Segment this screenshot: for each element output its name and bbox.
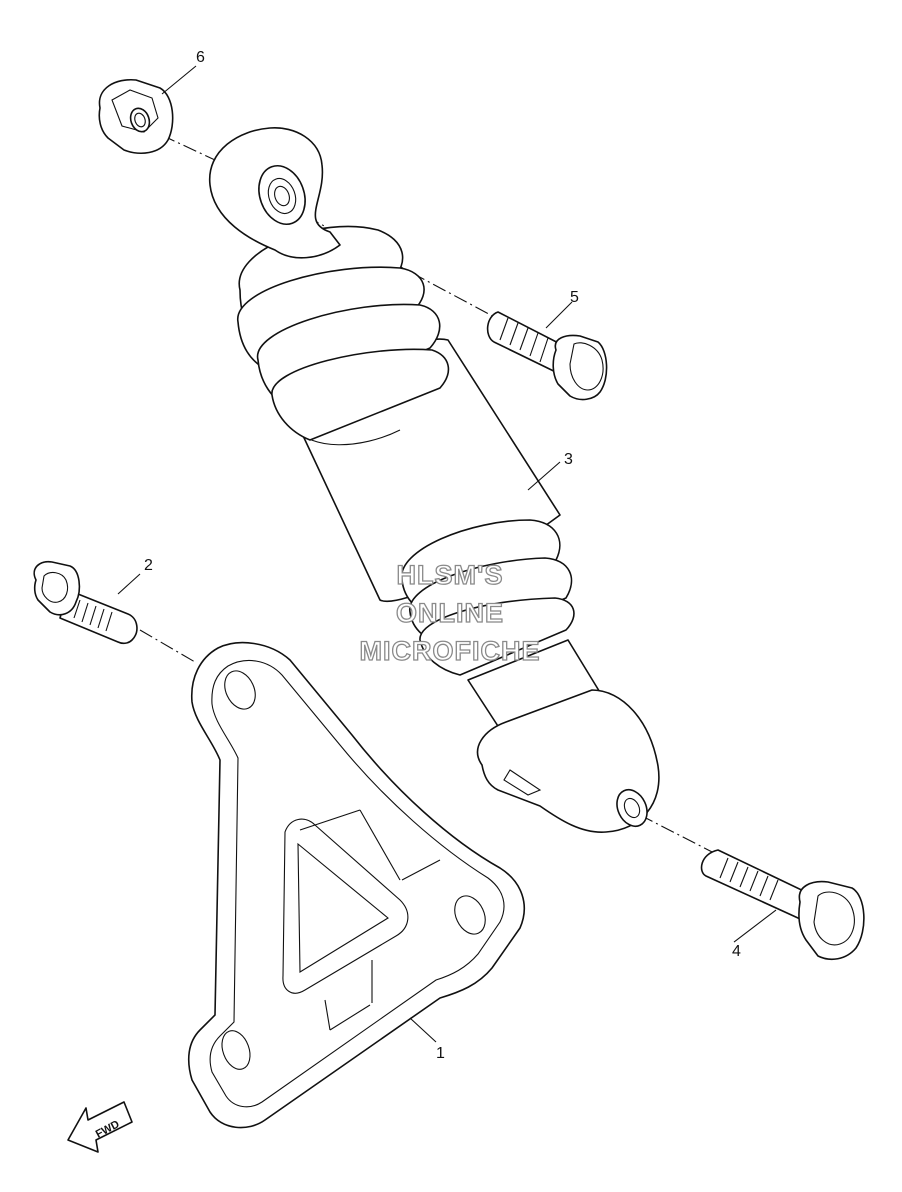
rear-shock-absorber[interactable] — [209, 127, 660, 833]
callout-5: 5 — [570, 289, 579, 306]
leader-lines — [117, 65, 777, 1043]
bolt-upper[interactable] — [486, 311, 608, 401]
bracket[interactable] — [187, 641, 525, 1129]
callout-6: 6 — [196, 49, 205, 66]
watermark-line-1: HLSM'S — [397, 560, 504, 590]
callout-2: 2 — [144, 557, 153, 574]
callout-labels: 1 2 3 4 5 6 — [144, 49, 741, 1062]
callout-4: 4 — [732, 943, 741, 960]
bolt-short[interactable] — [33, 560, 138, 645]
callout-1: 1 — [436, 1045, 445, 1062]
bolt-long[interactable] — [700, 849, 865, 961]
callout-3: 3 — [564, 451, 573, 468]
flange-nut[interactable] — [98, 79, 174, 154]
watermark-line-3: MICROFICHE — [360, 636, 541, 666]
watermark-line-2: ONLINE — [396, 598, 504, 628]
forward-direction-arrow: FWD — [67, 1101, 133, 1153]
watermark: HLSM'S ONLINE MICROFICHE — [359, 559, 541, 666]
